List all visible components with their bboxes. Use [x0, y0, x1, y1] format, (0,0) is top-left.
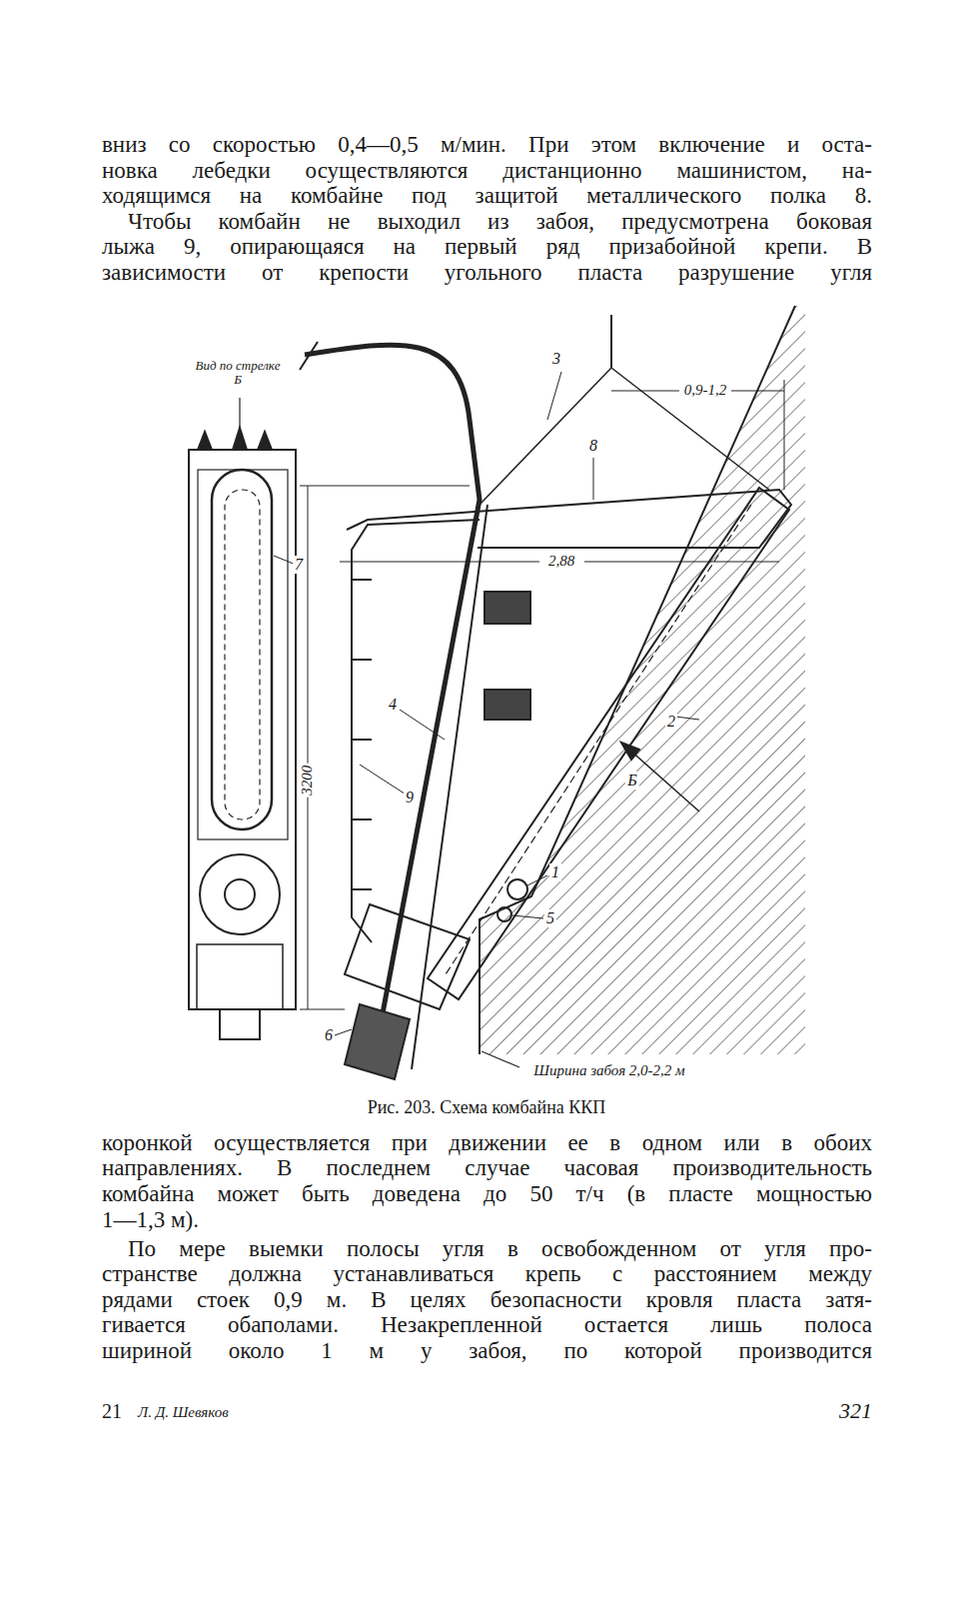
callout-label: 2,88 — [546, 552, 577, 570]
callout-label: Ширина забоя 2,0-2,2 м — [531, 1061, 687, 1079]
body-text-line: гивается обаполами. Незакрепленной остае… — [101, 1311, 873, 1338]
callout-label: 1 — [549, 863, 562, 882]
page-footer: 21 — [101, 1399, 122, 1423]
callout-label: 3200 — [298, 763, 316, 798]
callout-label: 7 — [292, 555, 305, 574]
body-text-line: зависимости от крепости угольного пласта… — [101, 259, 873, 286]
callout-label: Б — [625, 771, 639, 790]
body-text-line: странстве должна устанавливаться крепь с… — [101, 1260, 873, 1287]
callout-label: Вид по стрелке Б — [190, 358, 285, 388]
body-text-line: направлениях. В последнем случае часовая… — [101, 1154, 873, 1181]
body-text-line: комбайна может быть доведена до 50 т/ч (… — [101, 1180, 873, 1207]
body-text-line: 1—1,3 м). — [101, 1206, 199, 1233]
body-text-line: рядами стоек 0,9 м. В целях безопасности… — [101, 1286, 873, 1313]
body-text-line: новка лебедки осуществляются дистанционн… — [101, 157, 873, 184]
body-text-line: Чтобы комбайн не выходил из забоя, преду… — [127, 208, 873, 235]
body-text-line: лыжа 9, опирающаяся на первый ряд призаб… — [101, 233, 873, 260]
callout-label: 3 — [550, 349, 563, 368]
callout-label: 6 — [322, 1025, 335, 1044]
callout-label: 0,9-1,2 — [682, 381, 730, 399]
page-footer: 321 — [839, 1397, 873, 1423]
body-text-line: коронкой осуществляется при движении ее … — [101, 1129, 873, 1156]
callout-label: 5 — [544, 909, 557, 928]
figure-caption: Рис. 203. Схема комбайна ККП — [367, 1096, 607, 1118]
body-text-line: По мере выемки полосы угля в освобожденн… — [127, 1235, 873, 1262]
callout-label: 8 — [587, 436, 600, 455]
callout-label: 9 — [403, 788, 416, 807]
page-footer: Л. Д. Шевяков — [137, 1403, 229, 1421]
body-text-line: шириной около 1 м у забоя, по которой пр… — [101, 1337, 873, 1364]
callout-label: 4 — [386, 695, 399, 714]
body-text-line: вниз со скоростью 0,4—0,5 м/мин. При это… — [101, 131, 873, 158]
callout-label: 2 — [665, 712, 678, 731]
body-text-line: ходящимся на комбайне под защитой металл… — [101, 182, 873, 209]
